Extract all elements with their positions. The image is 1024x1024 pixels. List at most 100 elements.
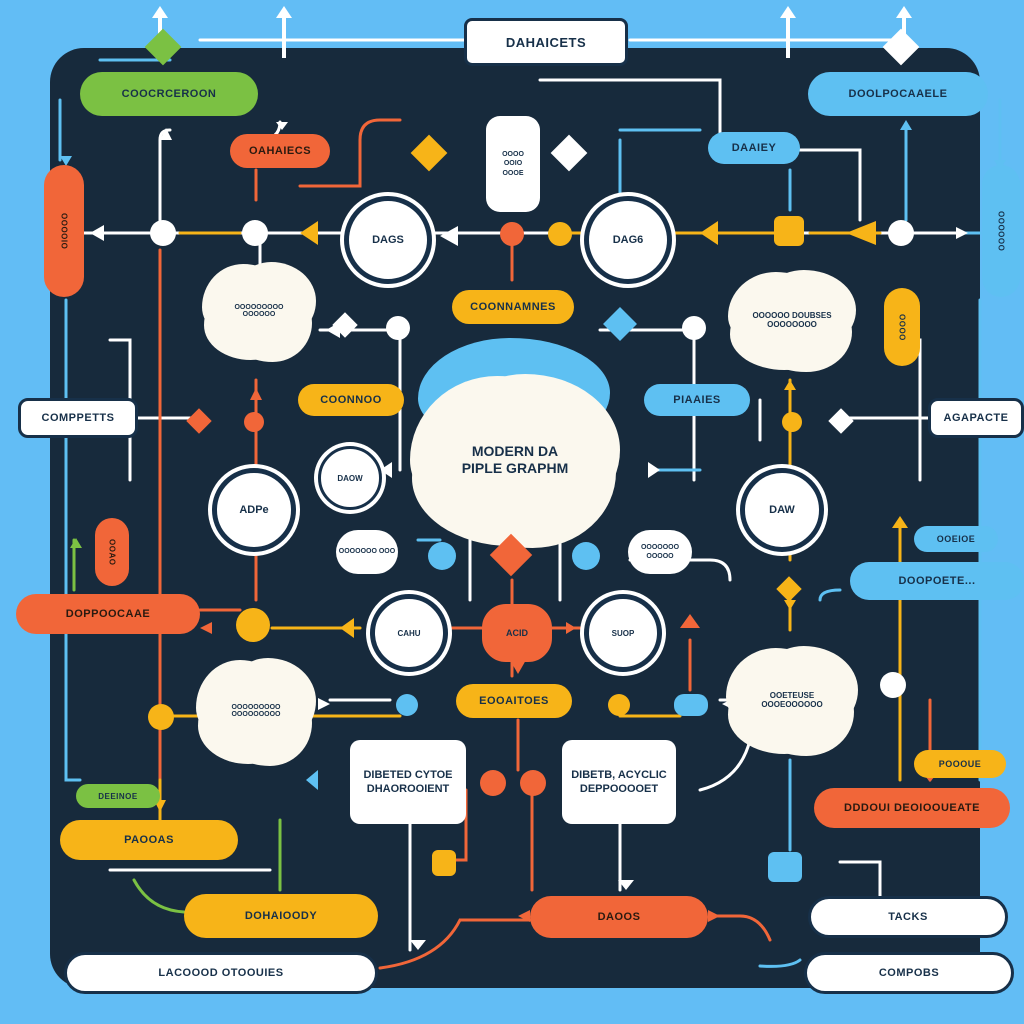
junction-dot — [244, 412, 264, 432]
junction-dot — [396, 694, 418, 716]
pill-white-tasks[interactable]: TACKS — [808, 896, 1008, 938]
junction-dot — [774, 216, 804, 246]
pill-yellow-bottom-left[interactable]: PAOOAS — [60, 820, 238, 860]
arrowhead — [892, 516, 908, 528]
node-daow[interactable]: DAOW — [318, 446, 382, 510]
top-pin-arrow-icon — [780, 6, 796, 18]
arrowhead — [566, 622, 576, 634]
connector-line — [698, 738, 752, 792]
arrowhead — [440, 226, 458, 246]
pill-vertical-orange-small[interactable]: OOAO — [95, 518, 129, 586]
pill-yellow-mid[interactable]: COONNAMNES — [452, 290, 574, 324]
pill-orange-right[interactable]: DDDOUI DEOIOOUEATE — [814, 788, 1010, 828]
cloud-upper-left[interactable]: OOOOOOOOO OOOOOO — [212, 268, 306, 354]
pill-vertical-blue-right[interactable]: OOOOOO — [982, 165, 1020, 297]
arrowhead — [648, 462, 660, 478]
connector-line — [132, 878, 186, 914]
junction-dot — [236, 608, 270, 642]
pill-vertical-orange-left[interactable]: OOOOIO — [44, 165, 84, 297]
center-title-cloud: MODERN DA PIPLE GRAPHM — [420, 380, 610, 540]
top-pin-arrow-icon — [276, 6, 292, 18]
arrowhead — [306, 770, 318, 790]
arrowhead — [518, 910, 530, 922]
pill-blue-small[interactable]: DAAIEY — [708, 132, 800, 164]
pill-yellow-footer-left[interactable]: DOHAIOODY — [184, 894, 378, 938]
junction-dot — [682, 316, 706, 340]
node-dags-right[interactable]: DAG6 — [584, 196, 672, 284]
pill-green-small[interactable]: DEEINOE — [76, 784, 160, 808]
connector-line — [708, 914, 772, 942]
arrowhead — [708, 910, 720, 922]
pill-right-white[interactable]: AGAPACTE — [928, 398, 1024, 438]
node-daw[interactable]: DAW — [740, 468, 824, 552]
pill-yellow-small-lower-right[interactable]: POOOUE — [914, 750, 1006, 778]
pill-left-white[interactable]: COMPPETTS — [18, 398, 138, 438]
top-header-pill[interactable]: DAHAICETS — [464, 18, 628, 66]
junction-dot — [500, 222, 524, 246]
junction-dot — [480, 770, 506, 796]
arrowhead — [276, 122, 288, 130]
pill-blue-center-right[interactable]: PIAAIES — [644, 384, 750, 416]
junction-dot — [428, 542, 456, 570]
connector-line — [818, 588, 842, 602]
junction-dot — [768, 852, 802, 882]
arrowhead — [900, 120, 912, 130]
arrowhead — [680, 614, 700, 628]
connector-line — [64, 298, 82, 782]
center-title: MODERN DA PIPLE GRAPHM — [461, 442, 569, 477]
connector-line — [538, 78, 722, 142]
pill-vertical-yellow-right[interactable]: OOOO — [884, 288, 920, 366]
junction-dot — [880, 672, 906, 698]
pill-orange-upper[interactable]: OAHAIECS — [230, 134, 330, 168]
pill-orange-bottom-center[interactable]: DAOOS — [530, 896, 708, 938]
junction-dot — [386, 316, 410, 340]
arrowhead — [160, 128, 172, 140]
arrowhead — [510, 660, 526, 674]
junction-dot — [888, 220, 914, 246]
arrowhead — [250, 388, 262, 400]
cloud-upper-right[interactable]: OOOOOO DOUBSES OOOOOOOO — [738, 276, 846, 364]
connector-line — [758, 958, 802, 968]
node-dags-left[interactable]: DAGS — [344, 196, 432, 284]
card-small-right[interactable]: OOOOOOO OOOOO — [628, 530, 692, 574]
cloud-lower-right[interactable]: OOETEUSE OOOEOOOOOO — [736, 652, 848, 748]
connector-line — [628, 558, 732, 582]
arrowhead — [410, 940, 426, 950]
arrowhead — [722, 698, 734, 710]
junction-dot — [548, 222, 572, 246]
arrowhead — [90, 225, 104, 241]
junction-dot — [242, 220, 268, 246]
top-pin-arrow-icon — [896, 6, 912, 18]
pill-right-top-blue[interactable]: DOOLPOCAAELE — [808, 72, 988, 116]
node-acid[interactable]: ACID — [482, 604, 552, 662]
pill-top-left-green[interactable]: COOCRCEROON — [80, 72, 258, 116]
box-acyclic[interactable]: DIBETB, ACYCLIC DEPPOOOOET — [562, 740, 676, 824]
pill-yellow-bottom-center[interactable]: EOOAITOES — [456, 684, 572, 718]
arrowhead — [846, 221, 876, 245]
node-suop[interactable]: SUOP — [584, 594, 662, 672]
connector-line — [298, 118, 402, 188]
card-small-left[interactable]: OOOOOOO OOO — [336, 530, 398, 574]
pill-yellow-small-right[interactable]: OOEIOE — [914, 526, 998, 552]
node-cahu[interactable]: CAHU — [370, 594, 448, 672]
arrowhead — [300, 221, 318, 245]
arrowhead — [318, 698, 330, 710]
pill-white-footer[interactable]: LACOOOD OTOOUIES — [64, 952, 378, 994]
pill-yellow-center-left[interactable]: COONNOO — [298, 384, 404, 416]
arrowhead — [60, 156, 72, 166]
junction-dot — [150, 220, 176, 246]
arrowhead — [784, 600, 796, 610]
pill-orange-left[interactable]: DOPPOOCAAE — [16, 594, 200, 634]
node-adpe[interactable]: ADPe — [212, 468, 296, 552]
top-pin-arrow-icon — [152, 6, 168, 18]
junction-dot — [674, 694, 708, 716]
arrowhead — [380, 462, 392, 478]
cloud-lower-left[interactable]: OOOOOOOOO OOOOOOOOO — [206, 664, 306, 758]
pill-white-compobs[interactable]: COMPOBS — [804, 952, 1014, 994]
box-directed[interactable]: DIBETED CYTOE DHAOROOIENT — [350, 740, 466, 824]
arrowhead — [784, 380, 796, 390]
connector-line — [798, 148, 862, 222]
pill-blue-right[interactable]: DOOPOETE... — [850, 562, 1024, 600]
card-pill-top[interactable]: OOOO OOIO OOOE — [486, 116, 540, 212]
